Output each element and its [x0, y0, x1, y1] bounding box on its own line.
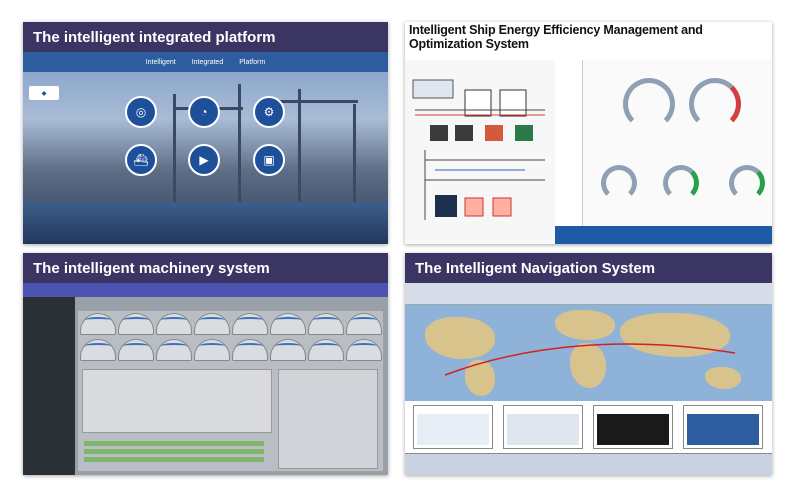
status-row	[84, 441, 264, 446]
nav-toolbar[interactable]	[405, 283, 772, 305]
gauge	[156, 313, 192, 335]
gauge	[346, 313, 382, 335]
gauges-area	[583, 60, 772, 244]
landmass	[705, 367, 741, 389]
gauge	[623, 78, 675, 130]
system-diagram	[405, 60, 555, 244]
crane	[173, 94, 176, 204]
gauge	[156, 339, 192, 361]
monitor-card[interactable]	[503, 405, 583, 449]
data-table	[82, 369, 272, 433]
nav-label: Integrated	[191, 58, 224, 66]
status-bar	[555, 226, 772, 244]
nav-label: Platform	[239, 58, 266, 66]
gauge	[118, 313, 154, 335]
gauge	[232, 313, 268, 335]
ship-management-icon[interactable]: ⛴	[125, 144, 157, 176]
company-logo: ◆	[29, 86, 59, 100]
world-map[interactable]	[405, 305, 772, 401]
crane	[298, 89, 301, 204]
status-row	[84, 457, 264, 462]
landmass	[425, 317, 495, 359]
integrated-platform-panel: The intelligent integrated platform Inte…	[23, 22, 388, 244]
panel-title: The Intelligent Navigation System	[405, 253, 772, 283]
menu-sidebar[interactable]	[555, 60, 583, 244]
gauge	[729, 165, 765, 201]
gauge	[601, 165, 637, 201]
gauge	[80, 313, 116, 335]
platform-header: Intelligent Integrated Platform	[23, 52, 388, 72]
gauge	[308, 313, 344, 335]
gauge	[663, 165, 699, 201]
gauge	[346, 339, 382, 361]
nav-label: Intelligent	[145, 58, 176, 66]
machinery-panel: The intelligent machinery system	[23, 253, 388, 475]
gauge	[689, 78, 741, 130]
gauge	[232, 339, 268, 361]
gauge	[308, 339, 344, 361]
gauge-board	[78, 311, 383, 471]
diagram-lines	[412, 79, 545, 220]
crane	[353, 104, 356, 204]
panel-title: The intelligent integrated platform	[23, 22, 388, 52]
panel-title: The intelligent machinery system	[23, 253, 388, 283]
gauge	[118, 339, 154, 361]
navigation-panel: The Intelligent Navigation System	[405, 253, 772, 475]
gauge	[270, 313, 306, 335]
panel-title: Intelligent Ship Energy Efficiency Manag…	[405, 22, 772, 52]
app-topbar	[23, 283, 388, 297]
video-camera-icon[interactable]: ▶	[188, 144, 220, 176]
nav-sidebar[interactable]	[23, 297, 75, 475]
gauge	[194, 339, 230, 361]
crane-arm	[278, 100, 358, 103]
landmass	[555, 310, 615, 340]
monitor-card[interactable]	[413, 405, 493, 449]
subsystem-panel	[278, 369, 378, 469]
gauge	[80, 339, 116, 361]
monitor-card[interactable]	[593, 405, 673, 449]
monitor-cards	[405, 401, 772, 453]
monitoring-screen-icon[interactable]: ▣	[253, 144, 285, 176]
gauge	[194, 313, 230, 335]
monitor-card[interactable]	[683, 405, 763, 449]
machinery-gauge-icon[interactable]: ◔	[188, 96, 220, 128]
energy-efficiency-panel: Intelligent Ship Energy Efficiency Manag…	[405, 22, 772, 244]
crane	[238, 84, 241, 204]
route-line	[444, 343, 736, 376]
landmass	[570, 343, 606, 388]
water	[23, 202, 388, 244]
gauge	[270, 339, 306, 361]
control-bar[interactable]	[405, 453, 772, 475]
port-scene: Intelligent Integrated Platform ◆ ◎ ◔ ⚙ …	[23, 52, 388, 244]
navigation-icon[interactable]: ◎	[125, 96, 157, 128]
status-row	[84, 449, 264, 454]
gears-icon[interactable]: ⚙	[253, 96, 285, 128]
